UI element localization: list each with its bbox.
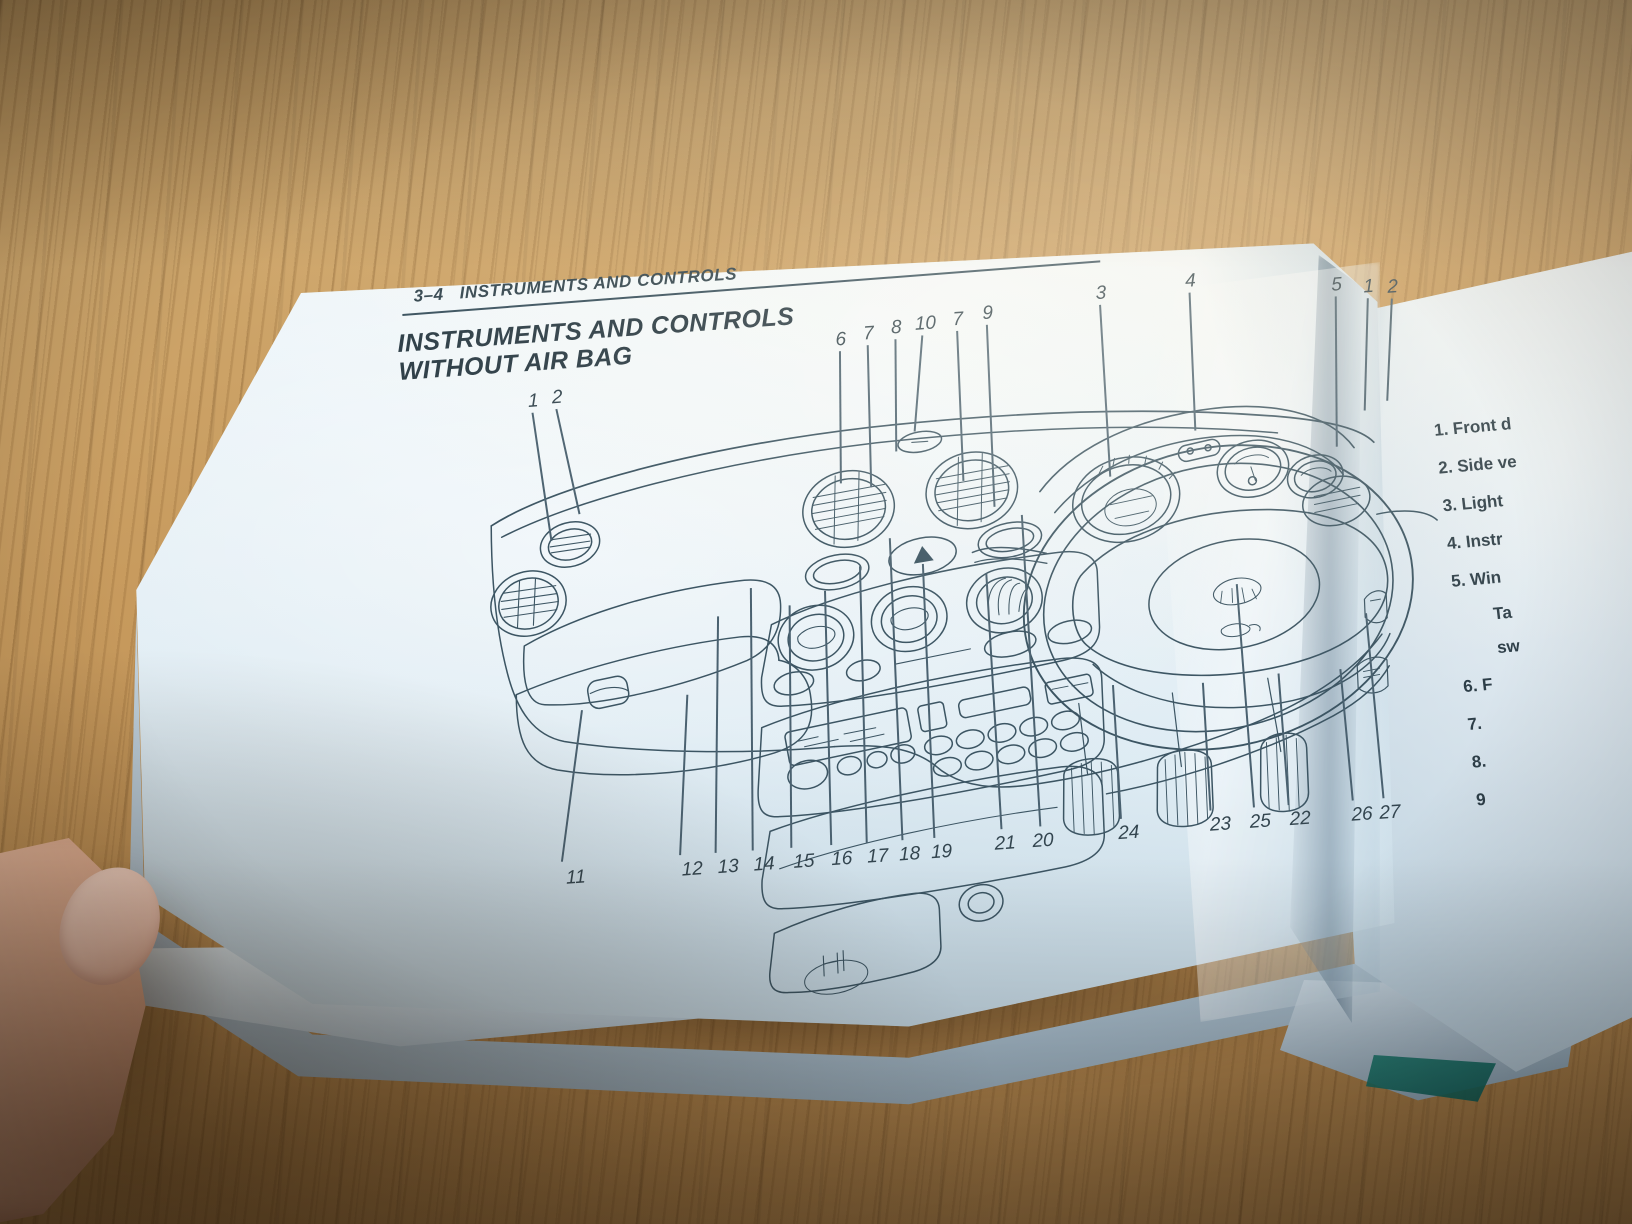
dashboard-line-drawing <box>395 214 1399 922</box>
left-page-shading <box>136 243 1395 1027</box>
left-page[interactable] <box>136 243 1395 1027</box>
left-page-printed-content: 3–4INSTRUMENTS AND CONTROLS INSTRUMENTS … <box>395 214 1399 922</box>
